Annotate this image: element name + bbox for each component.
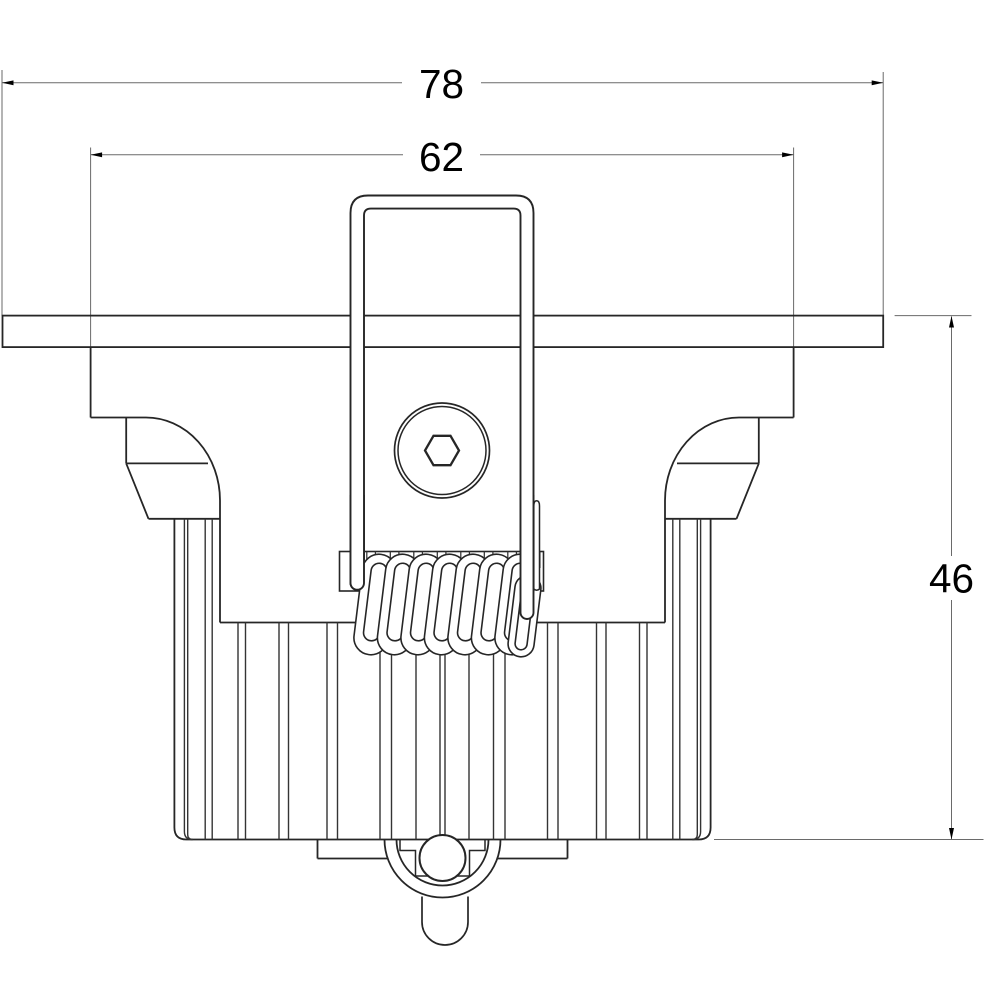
- svg-text:78: 78: [419, 61, 464, 107]
- svg-text:46: 46: [929, 555, 974, 601]
- svg-text:62: 62: [419, 134, 464, 180]
